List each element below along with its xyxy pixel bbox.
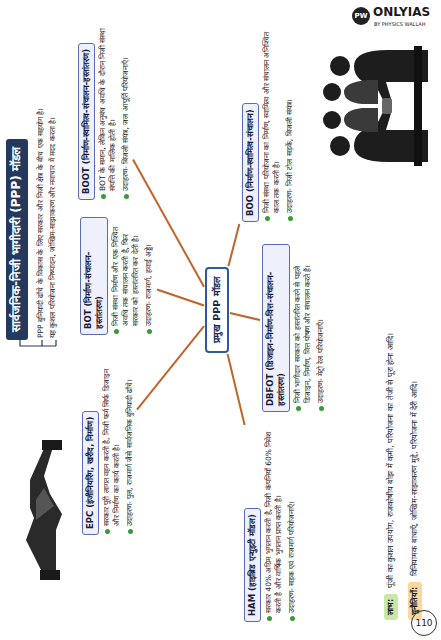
bullet-text: निजी संस्था परियोजना का निर्माण, स्वामित…: [262, 17, 282, 213]
bullet-item: उदाहरण- सड़क एवं राजमार्ग परियोजनाएँ।: [287, 427, 297, 622]
bullet-text: उदाहरण- बिजली संयंत्र, जल आपूर्ति परियोज…: [121, 10, 131, 191]
model-heading: EPC (इंजीनियरिंग, खरीद, निर्माण): [82, 411, 99, 535]
branch-connector: [228, 224, 239, 266]
center-topic-text: प्रमुख PPP मॉडल: [211, 277, 223, 343]
branch-connector: [137, 326, 204, 409]
branch-connector: [133, 160, 204, 287]
section-chip: चुनौतियाँ:: [408, 582, 422, 620]
logo-text: ONLYIAS: [373, 5, 430, 19]
intro-note: PPP बुनियादी ढाँचे के विकास के लिए सरकार…: [36, 8, 46, 338]
business-people-icon: [318, 42, 436, 170]
bullet-item: उदाहरण- पुल, राजमार्ग जैसे सार्वजनिक बुन…: [125, 360, 135, 535]
bullet-item: उदाहरण- निजी टोल सड़कें, बिजली संयंत्र।: [285, 17, 295, 222]
section-text: पूंजी का कुशल उपयोग, राजकोषीय बोझ में कम…: [386, 333, 396, 588]
model-heading: BOO (निर्माण-स्वामित्व-संचालन): [242, 103, 259, 222]
branch-connector: [230, 313, 260, 320]
bullet-text: उदाहरण- पुल, राजमार्ग जैसे सार्वजनिक बुन…: [125, 360, 135, 526]
bullet-item: BOT के समान, लेकिन अनुबंध अवधि के दौरान …: [98, 10, 118, 200]
bullet-dot: [296, 406, 301, 411]
bullet-item: निजी भागीदार सरकार को हस्तांतरित करने से…: [293, 244, 313, 412]
model-box: DBFOT (डिजाइन-निर्माण-वित्त-संचालन-हस्ता…: [262, 244, 326, 412]
intro-note: यह कुशल परियोजना निष्पादन, जोखिम-साझाकरण…: [48, 8, 58, 338]
page-number: 110: [411, 610, 437, 636]
bullet-item: सरकार 40% अग्रिम भुगतान करती है, निजी कं…: [264, 427, 284, 622]
bullet-dot: [265, 216, 270, 221]
bullet-text: BOT के समान, लेकिन अनुबंध अवधि के दौरान …: [98, 10, 118, 191]
bullet-text: उदाहरण- सड़क एवं राजमार्ग परियोजनाएँ।: [287, 427, 297, 613]
bullet-text: उदाहरण- मेट्रो रेल परियोजनाएँ।: [316, 244, 326, 403]
bullet-dot: [128, 529, 133, 534]
model-box: HAM (हाइब्रिड एन्युइटी मॉडल)सरकार 40% अग…: [240, 427, 297, 622]
model-box: BOO (निर्माण-स्वामित्व-संचालन)निजी संस्थ…: [238, 17, 295, 222]
bullet-dot: [319, 406, 324, 411]
bullet-item: उदाहरण- बिजली संयंत्र, जल आपूर्ति परियोज…: [121, 10, 131, 200]
bullet-dot: [288, 216, 293, 221]
bullet-text: उदाहरण- राजमार्ग, हवाई अड्डे।: [144, 217, 154, 326]
bullet-dot: [105, 529, 110, 534]
bullet-text: निजी भागीदार सरकार को हस्तांतरित करने से…: [293, 244, 313, 403]
branch-connector: [157, 289, 204, 305]
bullet-item: सरकार पूरी लागत वहन करती है, निजी फर्म स…: [102, 360, 122, 535]
bullet-item: निजी संस्था परियोजना का निर्माण, स्वामित…: [262, 17, 282, 222]
title-banner: सार्वजनिक-निजी भागीदारी (PPP) मॉडल: [6, 139, 28, 340]
logo-mark: PW: [352, 7, 370, 25]
intro-bracket: [20, 340, 56, 346]
model-box: BOT (निर्माण-संचालन-हस्तांतरण)निजी संस्थ…: [80, 217, 155, 335]
bullet-dot: [124, 194, 129, 199]
model-heading: HAM (हाइब्रिड एन्युइटी मॉडल): [244, 508, 261, 622]
bullet-text: सरकार 40% अग्रिम भुगतान करती है, निजी कं…: [264, 427, 284, 613]
model-box: EPC (इंजीनियरिंग, खरीद, निर्माण)सरकार पू…: [78, 360, 135, 535]
model-heading: BOT (निर्माण-संचालन-हस्तांतरण): [80, 217, 108, 335]
section-chip: लाभ:: [384, 594, 398, 620]
bullet-item: उदाहरण- मेट्रो रेल परियोजनाएँ।: [316, 244, 326, 412]
bullet-text: सरकार पूरी लागत वहन करती है, निजी फर्म स…: [102, 360, 122, 526]
bullet-dot: [290, 616, 295, 621]
model-box: BOOT (निर्माण-स्वामित्व-संचालन-हस्तांतरण…: [74, 10, 131, 200]
branch-connector: [228, 354, 245, 425]
handshake-icon: [4, 440, 70, 580]
bullet-text: उदाहरण- निजी टोल सड़कें, बिजली संयंत्र।: [285, 17, 295, 213]
bullet-text: निजी संस्था निर्माण और एक निश्चित अवधि त…: [111, 217, 141, 326]
bullet-dot: [147, 329, 152, 334]
bullet-dot: [101, 194, 106, 199]
logo-subtext: BY PHYSICS WALLAH: [374, 21, 426, 27]
bullet-dot: [267, 616, 272, 621]
bullet-item: उदाहरण- राजमार्ग, हवाई अड्डे।: [144, 217, 154, 335]
bullet-item: निजी संस्था निर्माण और एक निश्चित अवधि त…: [111, 217, 141, 335]
model-heading: BOOT (निर्माण-स्वामित्व-संचालन-हस्तांतरण…: [78, 43, 95, 200]
intro-notes: PPP बुनियादी ढाँचे के विकास के लिए सरकार…: [36, 8, 60, 338]
bullet-dot: [114, 329, 119, 334]
center-topic-box: प्रमुख PPP मॉडल: [205, 267, 229, 353]
model-heading: DBFOT (डिजाइन-निर्माण-वित्त-संचालन-हस्ता…: [262, 244, 290, 412]
section-text: विनियामक बाधाएँ, जोखिम-साझाकरण मुद्दे, प…: [410, 381, 420, 576]
